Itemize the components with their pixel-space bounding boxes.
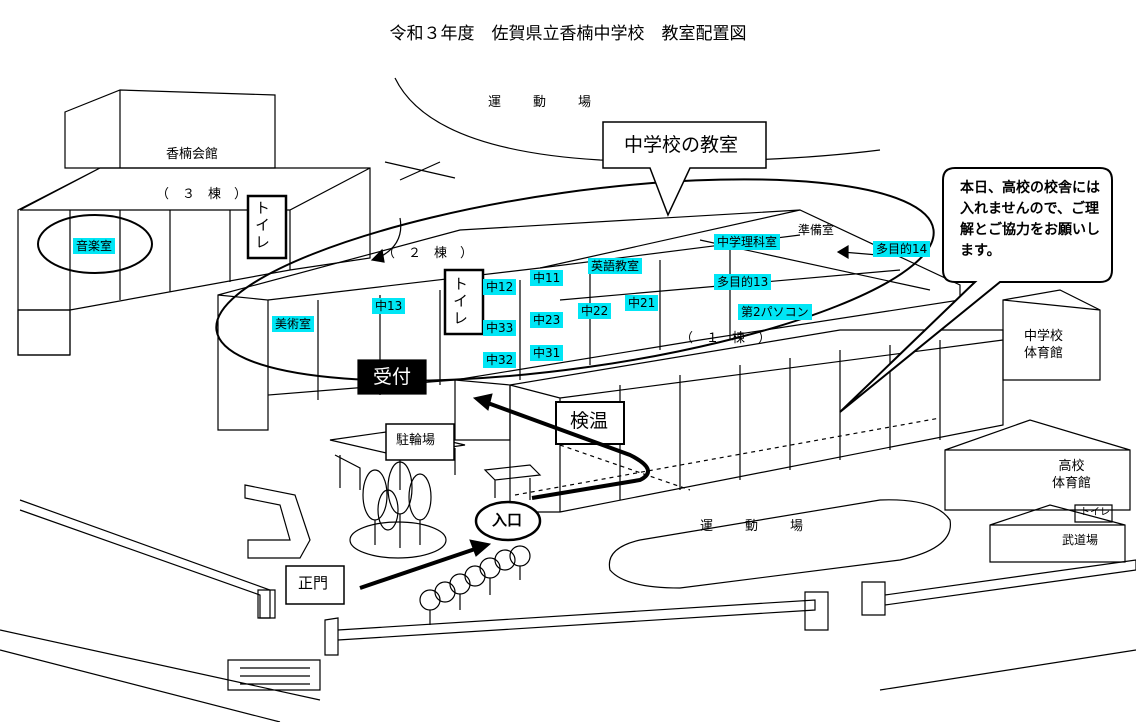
room-english: 英語教室 xyxy=(588,258,643,274)
room-multi13: 多目的13 xyxy=(714,274,772,290)
route-arrow-gate xyxy=(359,546,479,590)
toilet-a-label: トイレ xyxy=(253,200,271,251)
building-1-dashed xyxy=(514,417,941,496)
bottom-ground-track xyxy=(608,499,951,589)
junior-classroom-ellipse xyxy=(215,178,935,382)
top-ground-arc xyxy=(394,77,881,162)
l-wall xyxy=(244,484,311,559)
junbishitsu-label: 準備室 xyxy=(798,223,835,237)
room-c12: 中12 xyxy=(483,279,517,295)
reception-label: 受付 xyxy=(373,366,412,388)
temperature-label: 検温 xyxy=(570,410,609,432)
map-title: 令和３年度 佐賀県立香楠中学校 教室配置図 xyxy=(389,24,747,44)
room-music: 音楽室 xyxy=(73,238,116,254)
tree-row xyxy=(419,545,531,625)
road-right xyxy=(879,649,1136,691)
building3-label: （ ３ 棟 ） xyxy=(156,187,248,202)
music-room-circle xyxy=(37,214,153,274)
bicycle-shed xyxy=(329,429,466,490)
room-pc2: 第2パソコン xyxy=(738,304,812,320)
room-c31: 中31 xyxy=(530,345,564,361)
room-art: 美術室 xyxy=(272,316,315,332)
room-c23: 中23 xyxy=(530,312,564,328)
small-toilet-building xyxy=(1074,504,1113,523)
ground-top-label: 運 動 場 xyxy=(488,95,594,110)
route-arrow-entrance-head xyxy=(472,393,493,411)
room-science: 中学理科室 xyxy=(714,234,781,250)
perimeter-wall-left xyxy=(19,499,271,619)
high-gym-building xyxy=(944,419,1131,511)
junior-gym-building xyxy=(1002,289,1101,381)
room-c22: 中22 xyxy=(578,303,612,319)
callout-junior-shape xyxy=(602,121,767,217)
bench xyxy=(483,464,542,500)
room-multi14: 多目的14 xyxy=(873,241,931,257)
building2-label: （ ２ 棟 ） xyxy=(382,246,474,261)
bicycle-label-box xyxy=(385,423,455,461)
room-c11: 中11 xyxy=(530,270,564,286)
toilet-b-label: トイレ xyxy=(451,276,469,327)
route-arrow-gate-head xyxy=(469,539,492,557)
perimeter-wall-bottom xyxy=(324,591,829,656)
gate-post-left xyxy=(257,589,276,619)
entrance-ellipse xyxy=(474,500,542,542)
building-2 xyxy=(217,209,961,431)
ground-marker xyxy=(384,161,456,181)
reception-box xyxy=(357,359,427,395)
main-gate-box xyxy=(285,565,345,605)
room-c33: 中33 xyxy=(483,320,517,336)
tree-planter xyxy=(349,521,447,559)
arrow-head-building3 xyxy=(370,248,385,263)
notice-text: 本日、高校の校舎には入れませんので、ご理解とご協力をお願いします。 xyxy=(960,180,1100,259)
building-3-lower xyxy=(17,309,71,356)
bicycle-label: 駐輪場 xyxy=(396,433,436,448)
entrance-block xyxy=(454,379,511,441)
callout-junior-classrooms: 中学校の教室 xyxy=(624,134,739,156)
perimeter-wall-right xyxy=(861,559,1136,616)
toilet-box-b xyxy=(443,268,485,336)
trees xyxy=(362,461,432,548)
room-c32: 中32 xyxy=(483,352,517,368)
temperature-box xyxy=(555,401,625,445)
kounan-hall-label: 香楠会館 xyxy=(166,147,219,162)
budojo-building xyxy=(989,504,1126,563)
small-toilet-label: トイレ xyxy=(1080,507,1110,518)
ground-bottom-label: 運 動 場 xyxy=(700,519,806,534)
notice-callout-shape xyxy=(839,167,1113,413)
road-bottom-left xyxy=(0,629,321,722)
route-arrow-entrance xyxy=(484,400,650,500)
budojo-label: 武道場 xyxy=(1062,533,1099,547)
toilet-box-a xyxy=(246,194,288,260)
main-gate-label: 正門 xyxy=(298,574,329,592)
junior-gym-label: 中学校 体育館 xyxy=(1024,329,1064,361)
building1-label: （ １ 棟 ） xyxy=(680,331,772,346)
room-c21: 中21 xyxy=(625,295,659,311)
high-gym-label: 高校 体育館 xyxy=(1052,459,1092,491)
room-c13: 中13 xyxy=(372,298,406,314)
arrow-head-multi14 xyxy=(836,244,849,260)
entrance-label: 入口 xyxy=(492,511,523,529)
